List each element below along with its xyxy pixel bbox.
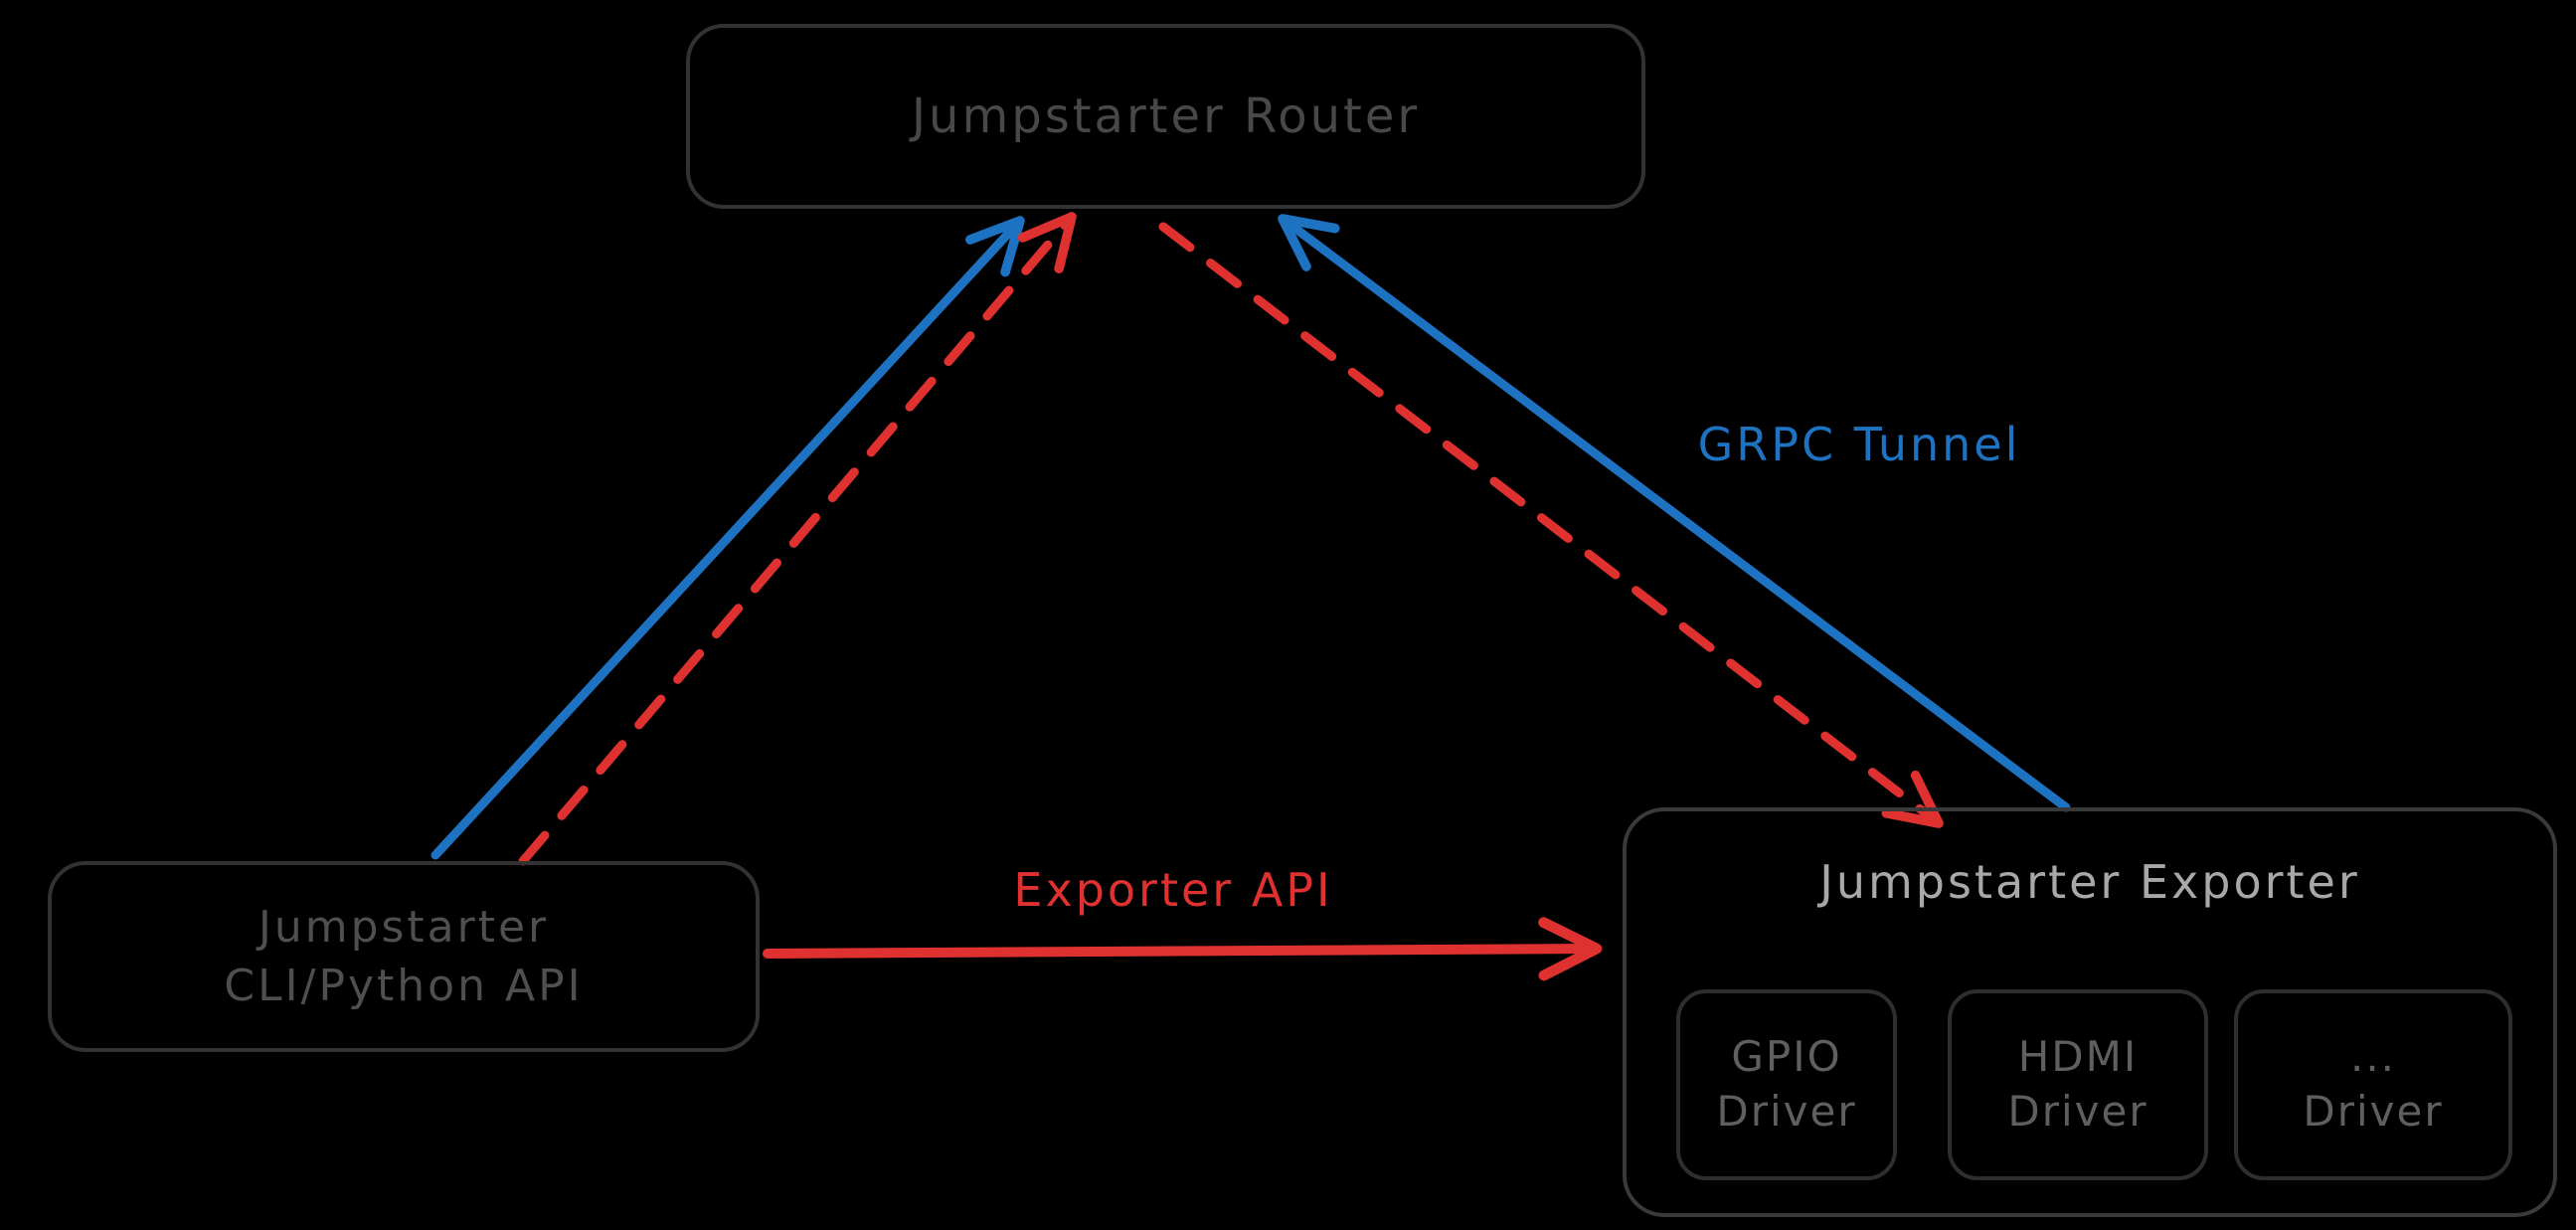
node-jumpstarter-exporter: Jumpstarter Exporter GPIO Driver HDMI Dr… xyxy=(1623,807,2557,1217)
edge-exporter-router-grpc xyxy=(1278,214,2071,812)
client-label-line2: CLI/Python API xyxy=(224,961,584,1011)
router-label: Jumpstarter Router xyxy=(911,88,1421,144)
edge-client-router-session xyxy=(518,212,1077,866)
gpio-driver-label-line1: GPIO xyxy=(1731,1032,1842,1082)
other-driver-label-line1: ... xyxy=(2349,1032,2397,1082)
node-gpio-driver: GPIO Driver xyxy=(1676,989,1897,1180)
edge-router-exporter-session xyxy=(1158,222,1944,828)
node-other-driver: ... Driver xyxy=(2234,989,2512,1180)
node-jumpstarter-client: Jumpstarter CLI/Python API xyxy=(48,861,760,1052)
exporter-label: Jumpstarter Exporter xyxy=(1819,855,2360,909)
edge-label-exporter-api: Exporter API xyxy=(1013,863,1333,917)
hdmi-driver-label-line1: HDMI xyxy=(2017,1032,2139,1082)
hdmi-driver-label-line2: Driver xyxy=(2007,1087,2148,1136)
edge-client-router-grpc xyxy=(430,216,1025,860)
client-label-line1: Jumpstarter xyxy=(258,901,550,953)
gpio-driver-label-line2: Driver xyxy=(1716,1087,1857,1136)
node-jumpstarter-router: Jumpstarter Router xyxy=(686,24,1645,209)
edge-client-exporter-api xyxy=(763,917,1603,981)
edge-label-grpc-tunnel: GRPC Tunnel xyxy=(1697,418,2021,471)
node-hdmi-driver: HDMI Driver xyxy=(1948,989,2208,1180)
other-driver-label-line2: Driver xyxy=(2303,1087,2444,1136)
